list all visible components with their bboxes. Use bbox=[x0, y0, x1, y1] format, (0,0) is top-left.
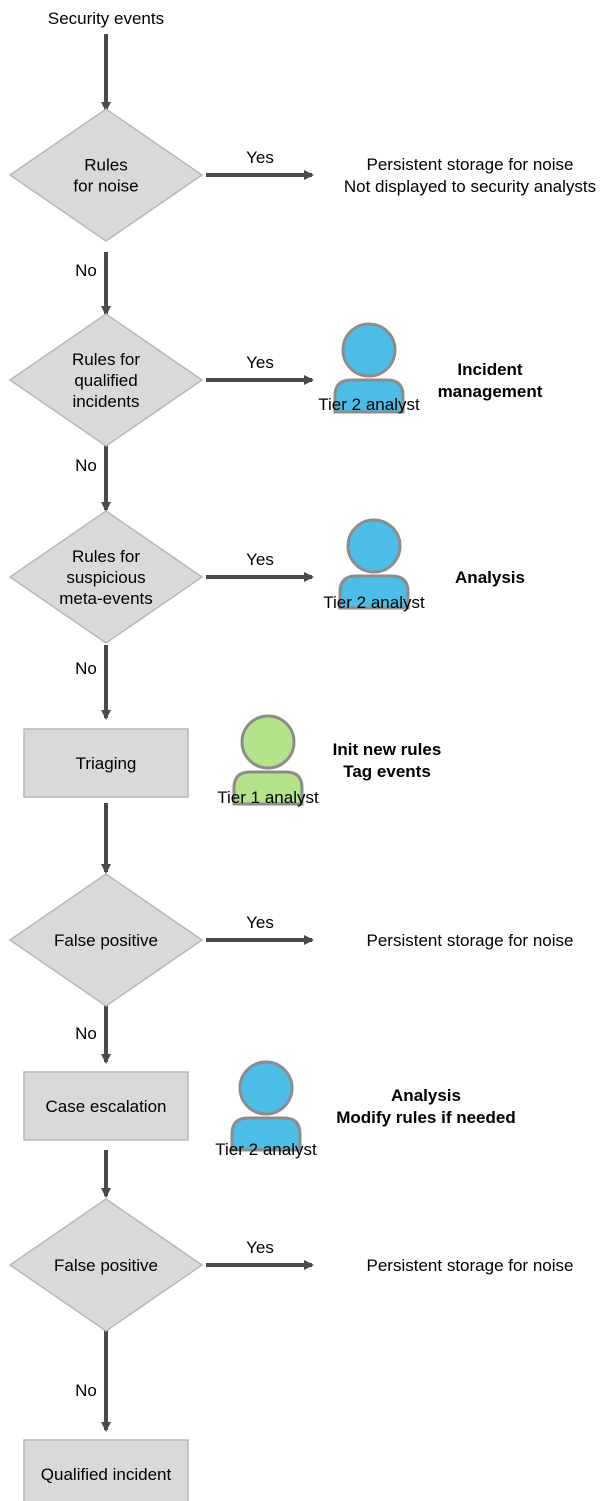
decision-diamond bbox=[8, 510, 204, 644]
no-label: No bbox=[75, 456, 97, 475]
no-label: No bbox=[75, 659, 97, 678]
outcome-label: Persistent storage for noise bbox=[367, 155, 574, 174]
analyst-label: Tier 2 analyst bbox=[323, 593, 425, 612]
analyst-label: Tier 2 analyst bbox=[318, 395, 420, 414]
process-label: Case escalation bbox=[46, 1097, 167, 1116]
yes-label: Yes bbox=[246, 913, 274, 932]
process-label: Qualified incident bbox=[41, 1465, 172, 1484]
no-label: No bbox=[75, 1024, 97, 1043]
decision-label: for noise bbox=[73, 177, 138, 196]
task-label: Analysis bbox=[391, 1086, 461, 1105]
yes-label: Yes bbox=[246, 550, 274, 569]
process-box bbox=[23, 1439, 189, 1501]
decision-label: meta-events bbox=[59, 589, 153, 608]
yes-label: Yes bbox=[246, 353, 274, 372]
analyst-label: Tier 1 analyst bbox=[217, 788, 319, 807]
decision-label: Rules for bbox=[72, 350, 140, 369]
task-label: Modify rules if needed bbox=[336, 1108, 515, 1127]
decision-diamond bbox=[8, 108, 204, 242]
analyst-person-icon bbox=[333, 322, 405, 414]
analyst-person-icon bbox=[230, 1060, 302, 1152]
outcome-label: Persistent storage for noise bbox=[367, 931, 574, 950]
task-label: Analysis bbox=[455, 568, 525, 587]
analyst-person-icon bbox=[338, 518, 410, 610]
task-label: Incident bbox=[457, 360, 523, 379]
decision-label: False positive bbox=[54, 931, 158, 950]
task-label: Init new rules bbox=[333, 740, 442, 759]
start-label: Security events bbox=[48, 9, 164, 28]
decision-diamond bbox=[8, 1198, 204, 1332]
outcome-label: Not displayed to security analysts bbox=[344, 177, 596, 196]
process-box bbox=[23, 1071, 189, 1141]
decision-diamond bbox=[8, 313, 204, 447]
decision-label: qualified bbox=[74, 371, 137, 390]
decision-label: Rules bbox=[84, 156, 127, 175]
decision-label: False positive bbox=[54, 1256, 158, 1275]
process-label: Triaging bbox=[76, 754, 137, 773]
analyst-label: Tier 2 analyst bbox=[215, 1140, 317, 1159]
no-label: No bbox=[75, 261, 97, 280]
decision-diamond bbox=[8, 873, 204, 1007]
process-box bbox=[23, 728, 189, 798]
analyst-person-icon bbox=[232, 714, 304, 806]
no-label: No bbox=[75, 1381, 97, 1400]
yes-label: Yes bbox=[246, 1238, 274, 1257]
outcome-label: Persistent storage for noise bbox=[367, 1256, 574, 1275]
task-label: Tag events bbox=[343, 762, 431, 781]
decision-label: Rules for bbox=[72, 547, 140, 566]
task-label: management bbox=[438, 382, 543, 401]
decision-label: suspicious bbox=[66, 568, 145, 587]
yes-label: Yes bbox=[246, 148, 274, 167]
decision-label: incidents bbox=[72, 392, 139, 411]
